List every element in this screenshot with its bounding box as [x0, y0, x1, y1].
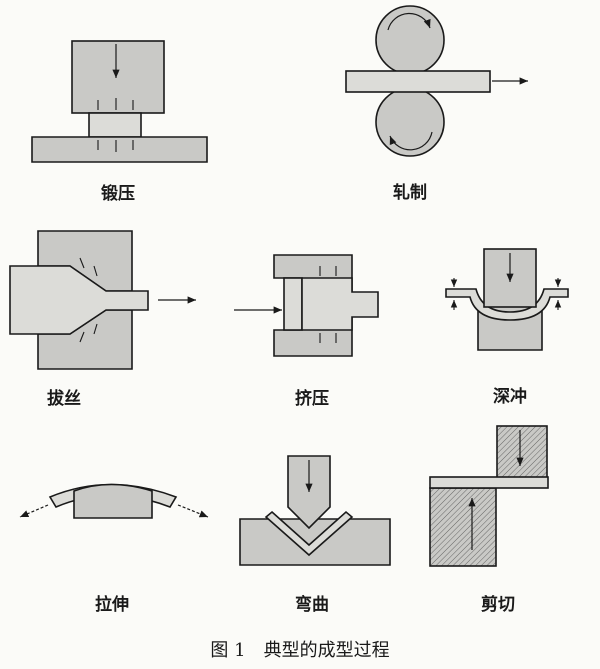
figure-title: 典型的成型过程 — [263, 640, 390, 661]
deep-drawing-illustration — [445, 248, 569, 351]
label-rolling: 轧制 — [393, 183, 427, 203]
extrusion-ram — [283, 277, 303, 331]
label-shearing: 剪切 — [481, 595, 515, 615]
bend-sheet — [264, 510, 354, 557]
label-forging: 锻压 — [101, 184, 135, 204]
bending-illustration — [239, 455, 391, 566]
extrusion-illustration — [234, 254, 379, 357]
forging-workpiece — [88, 112, 142, 138]
wire-workpiece — [9, 265, 149, 335]
stretching-illustration — [19, 483, 209, 519]
rolling-top-roller — [375, 5, 445, 75]
figure-number: 图 1 — [210, 640, 246, 661]
forging-top-die — [71, 40, 165, 114]
forging-anvil — [31, 136, 208, 163]
rolling-bottom-roller — [375, 87, 445, 157]
rolling-illustration — [345, 5, 528, 157]
label-deep-drawing: 深冲 — [493, 387, 527, 407]
deep-draw-sheet — [445, 288, 569, 321]
shear-sheet — [429, 476, 549, 489]
figure-caption: 图 1 典型的成型过程 — [210, 636, 389, 662]
extrusion-billet — [301, 277, 379, 331]
label-extrusion: 挤压 — [295, 389, 329, 409]
label-stretching: 拉伸 — [95, 595, 129, 615]
stretch-die — [73, 483, 153, 519]
shear-upper-blade — [496, 425, 548, 479]
label-bending: 弯曲 — [295, 595, 329, 615]
rolling-strip — [345, 70, 491, 93]
shear-lower-blade — [429, 487, 497, 567]
forging-illustration — [31, 40, 208, 163]
label-wire-drawing: 拔丝 — [47, 389, 81, 409]
shearing-illustration — [429, 425, 549, 567]
wire-drawing-illustration — [9, 230, 196, 370]
